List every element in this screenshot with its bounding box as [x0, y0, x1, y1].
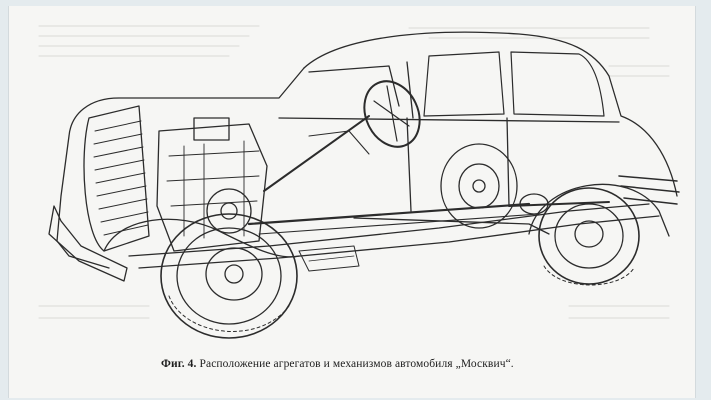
- rear-axle: [508, 201, 610, 207]
- figure-caption: Фиг. 4. Расположение агрегатов и механиз…: [161, 358, 601, 370]
- front-bumper: [48, 205, 128, 282]
- front-wheel: [160, 213, 298, 339]
- drive-shaft: [247, 202, 531, 226]
- body-outline: [303, 31, 678, 197]
- rear-door-window: [423, 51, 505, 117]
- bleed-through-text: [38, 25, 670, 319]
- car-cutaway-illustration: [38, 25, 680, 339]
- chassis-frame: [128, 203, 650, 257]
- rear-side-window: [510, 51, 605, 117]
- spare-wheel: [440, 143, 518, 229]
- figure-label: Фиг. 4.: [161, 358, 197, 370]
- rear-fender: [528, 183, 670, 237]
- figure-caption-text: Расположение агрегатов и механизмов авто…: [199, 358, 514, 370]
- steering-assembly: [263, 80, 421, 192]
- radiator-grille: [83, 105, 150, 252]
- scanned-page: Фиг. 4. Расположение агрегатов и механиз…: [8, 6, 696, 398]
- rear-wheel: [538, 187, 640, 286]
